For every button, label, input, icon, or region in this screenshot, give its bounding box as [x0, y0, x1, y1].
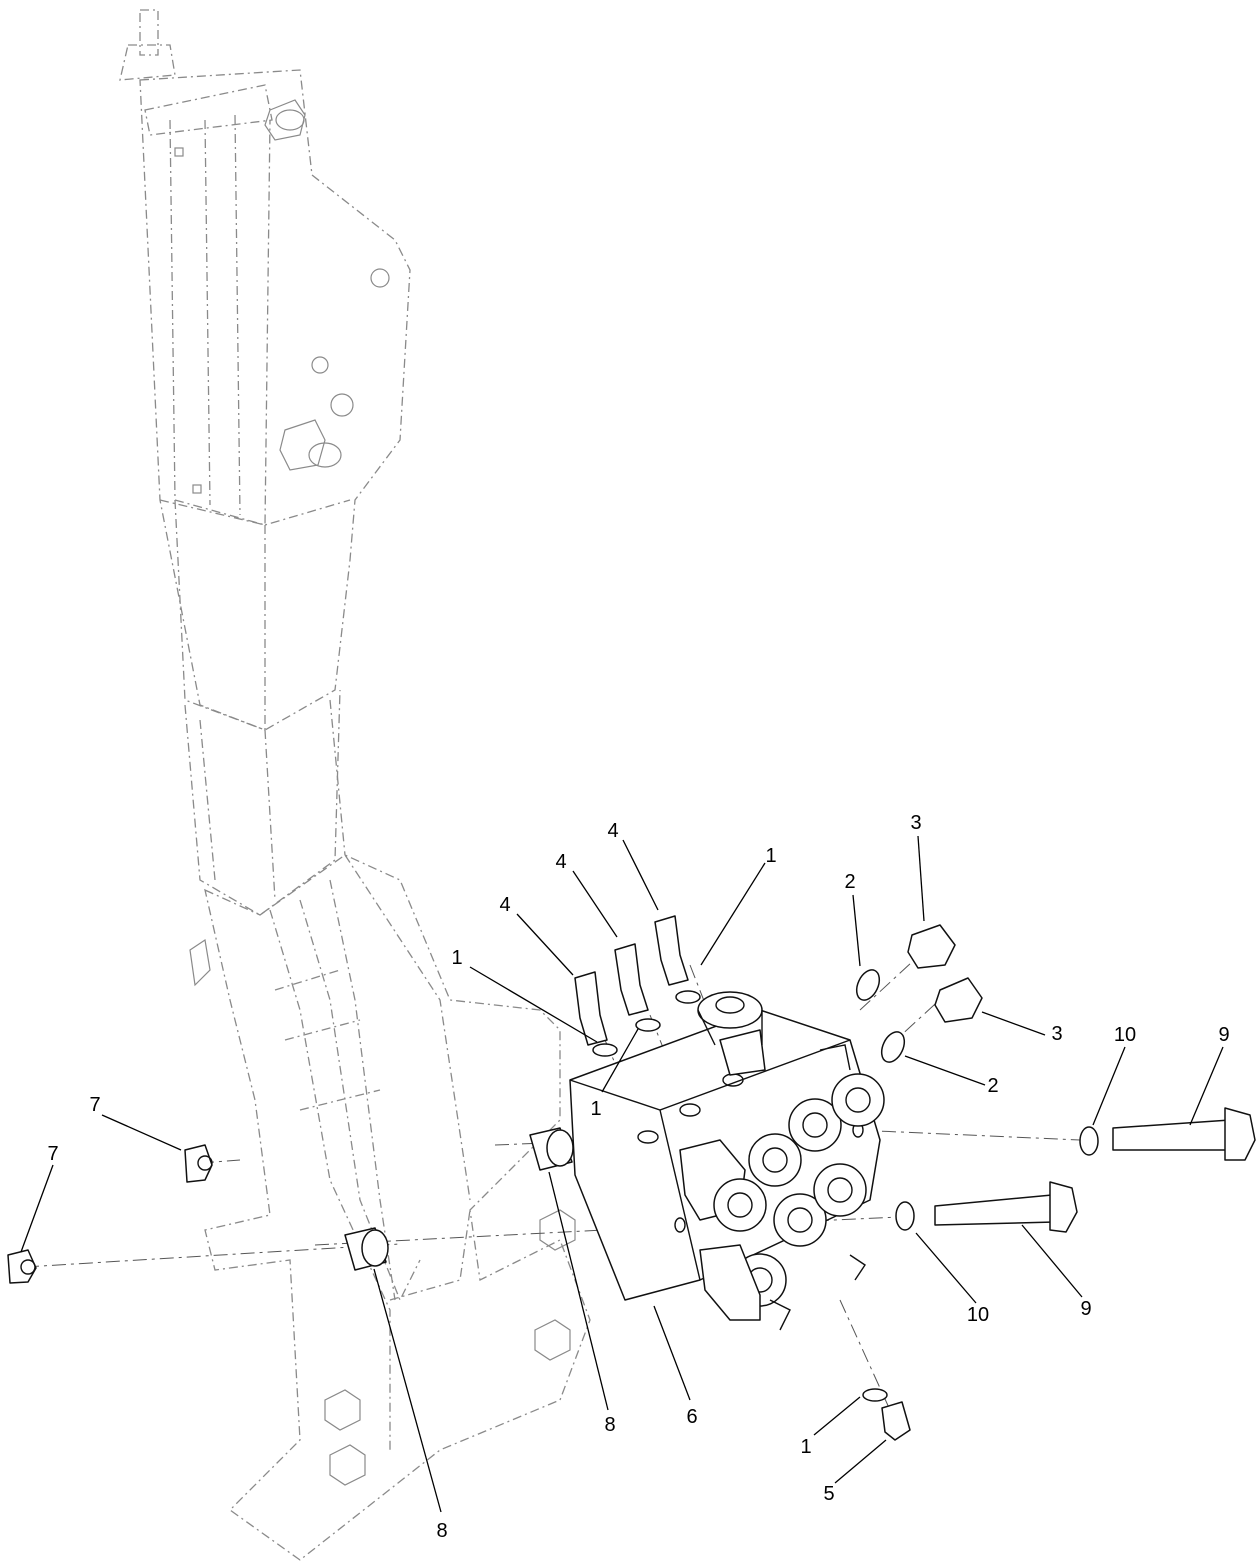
callout-1: 1: [800, 1436, 811, 1458]
callout-1: 1: [451, 947, 462, 969]
callout-5: 5: [823, 1483, 834, 1505]
callout-10: 10: [1114, 1024, 1136, 1046]
callout-4: 4: [555, 851, 566, 873]
callout-4: 4: [499, 894, 510, 916]
callout-7: 7: [47, 1143, 58, 1165]
manifold-block: [569, 991, 885, 1331]
callout-1: 1: [590, 1098, 601, 1120]
callout-3: 3: [1051, 1023, 1062, 1045]
callout-3: 3: [910, 812, 921, 834]
callout-8: 8: [604, 1414, 615, 1436]
callout-2: 2: [844, 871, 855, 893]
fittings-and-fasteners: [7, 915, 1256, 1441]
assembly-center-lines: [24, 949, 1081, 1411]
callout-8: 8: [436, 1520, 447, 1542]
callout-leaders: [20, 835, 1224, 1513]
callout-labels: 4 4 4 1 1 1 1 2 2 3 3 10 10 9 9 7 7 8 8 …: [47, 812, 1229, 1542]
callout-7: 7: [89, 1094, 100, 1116]
callout-2: 2: [987, 1075, 998, 1097]
callout-4: 4: [607, 820, 618, 842]
solenoid-valve-group: [679, 1044, 885, 1331]
callout-9: 9: [1218, 1024, 1229, 1046]
phantom-frame: [119, 9, 591, 1561]
callout-10: 10: [967, 1304, 989, 1326]
callout-9: 9: [1080, 1298, 1091, 1320]
callout-6: 6: [686, 1406, 697, 1428]
callout-1: 1: [765, 845, 776, 867]
